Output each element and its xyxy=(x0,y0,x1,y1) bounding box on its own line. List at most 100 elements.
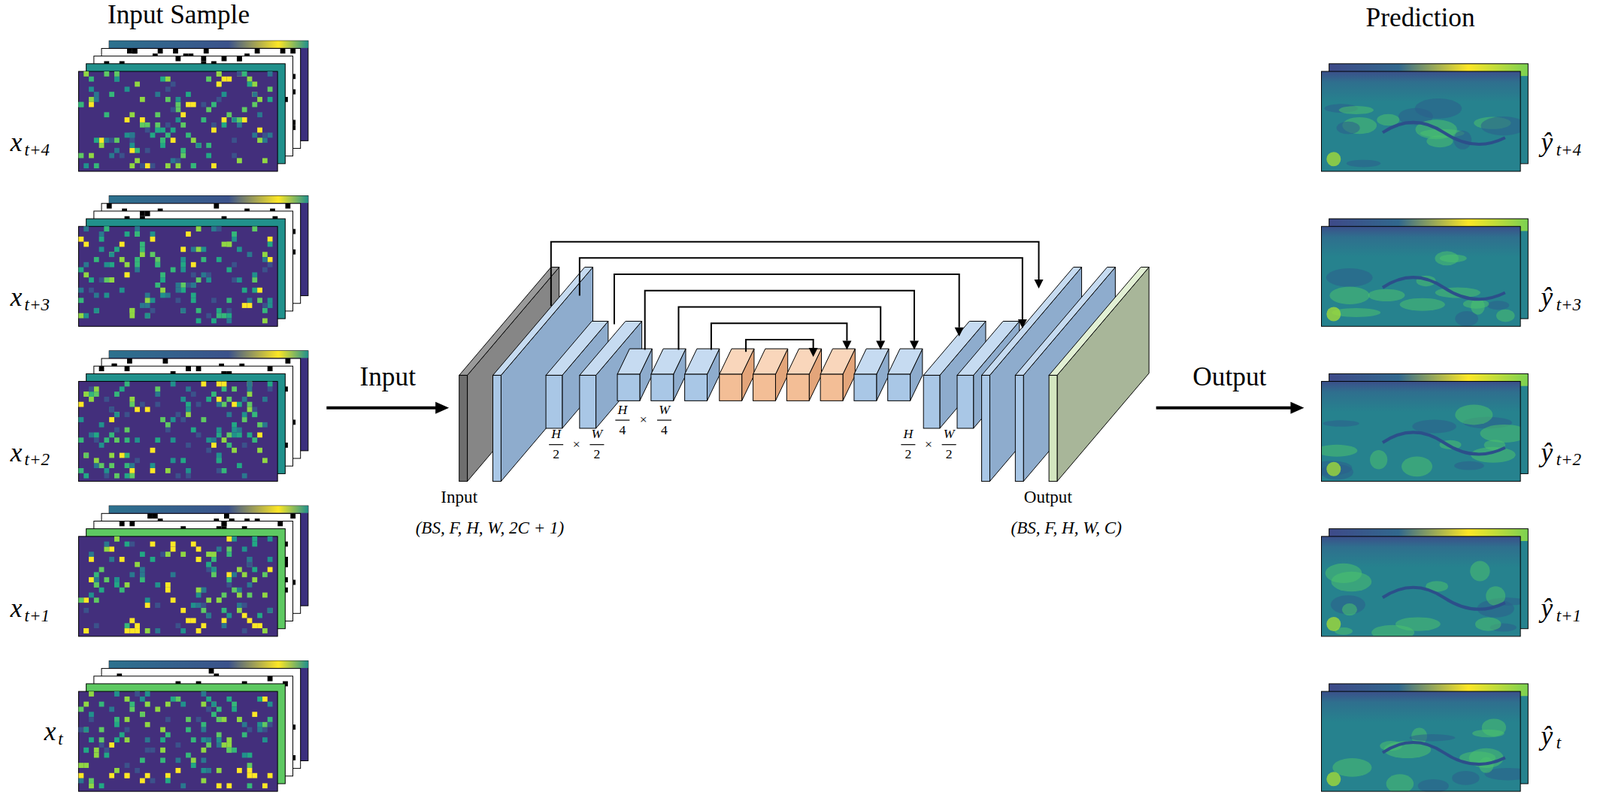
observation-pixel xyxy=(160,76,166,82)
observation-pixel xyxy=(170,696,176,703)
observation-pixel xyxy=(267,132,273,138)
diagram-label: 2 xyxy=(945,448,953,462)
observation-pixel xyxy=(154,262,161,268)
observation-pixel xyxy=(124,132,131,138)
input-channel-band xyxy=(109,196,309,204)
prediction-blob xyxy=(1475,618,1502,632)
observation-pixel xyxy=(170,597,176,604)
observation-pixel xyxy=(200,381,207,388)
observation-pixel xyxy=(247,386,253,392)
fraction-bar xyxy=(942,444,957,446)
observation-pixel xyxy=(247,562,253,568)
observation-pixel xyxy=(145,773,151,779)
prediction-field xyxy=(1321,691,1522,792)
observation-pixel xyxy=(103,546,110,552)
observation-pixel xyxy=(200,587,207,594)
prediction-field xyxy=(1321,71,1522,172)
observation-pixel xyxy=(109,463,115,469)
observation-pixel xyxy=(180,551,186,558)
observation-pixel xyxy=(103,748,110,754)
mask-pixel xyxy=(99,737,105,743)
observation-pixel xyxy=(134,628,140,634)
observation-pixel xyxy=(139,572,146,578)
observation-pixel xyxy=(119,453,125,459)
observation-pixel xyxy=(150,542,156,548)
observation-pixel xyxy=(139,251,146,258)
observation-pixel xyxy=(78,778,85,785)
fraction-bar xyxy=(548,444,564,446)
observation-pixel xyxy=(206,737,212,743)
observation-pixel xyxy=(93,391,100,397)
mask-pixel xyxy=(247,303,253,309)
diagram-label: × xyxy=(924,438,933,452)
observation-pixel xyxy=(221,742,228,749)
observation-pixel xyxy=(83,71,89,77)
observation-pixel xyxy=(236,117,243,123)
prediction-blob xyxy=(1329,287,1370,305)
diagram-label: × xyxy=(639,413,648,428)
observation-pixel xyxy=(236,157,243,164)
block-top xyxy=(719,348,755,375)
observation-pixel xyxy=(145,297,151,304)
observation-pixel xyxy=(200,257,207,263)
mask-pixel xyxy=(236,608,243,614)
observation-pixel xyxy=(124,727,131,734)
observation-pixel xyxy=(231,448,237,454)
observation-pixel xyxy=(257,137,263,143)
observation-pixel xyxy=(200,102,207,108)
observation-pixel xyxy=(226,318,232,325)
diagram-label: ŷ xyxy=(1541,284,1554,312)
observation-pixel xyxy=(190,262,197,268)
observation-pixel xyxy=(139,163,146,169)
mask-pixel xyxy=(290,513,296,519)
observation-pixel xyxy=(145,163,151,169)
mask-pixel xyxy=(206,742,212,749)
observation-pixel xyxy=(196,628,202,634)
observation-pixel xyxy=(196,142,202,149)
prediction-blob xyxy=(1415,98,1462,119)
mask-pixel xyxy=(213,203,219,210)
observation-pixel xyxy=(257,613,263,619)
mask-pixel xyxy=(251,132,258,138)
observation-pixel xyxy=(262,696,268,703)
observation-pixel xyxy=(129,132,135,138)
observation-pixel xyxy=(236,277,243,283)
observation-pixel xyxy=(251,773,258,779)
observation-pixel xyxy=(257,297,263,304)
observation-pixel xyxy=(251,81,258,88)
mask-pixel xyxy=(251,712,258,718)
observation-pixel xyxy=(231,262,237,268)
observation-pixel xyxy=(257,96,263,103)
observation-pixel xyxy=(262,257,268,263)
observation-pixel xyxy=(114,582,120,588)
prediction-blob xyxy=(1480,424,1522,443)
observation-pixel xyxy=(154,582,161,588)
observation-pixel xyxy=(129,313,135,319)
observation-pixel xyxy=(93,582,100,588)
observation-pixel xyxy=(145,127,151,134)
observation-pixel xyxy=(139,712,146,718)
observation-pixel xyxy=(216,96,222,103)
observation-pixel xyxy=(216,783,222,789)
observation-pixel xyxy=(221,122,228,128)
diagram-label: t xyxy=(57,730,63,749)
observation-pixel xyxy=(175,768,182,774)
mask-pixel xyxy=(224,513,230,519)
input-channel-band xyxy=(109,506,309,514)
observation-pixel xyxy=(129,542,135,548)
observation-pixel xyxy=(262,593,268,599)
observation-pixel xyxy=(185,753,191,759)
observation-pixel xyxy=(165,86,171,92)
observation-pixel xyxy=(200,417,207,423)
observation-pixel xyxy=(196,557,202,563)
mask-pixel xyxy=(175,117,182,123)
observation-pixel xyxy=(93,457,100,464)
observation-pixel xyxy=(211,391,217,397)
observation-pixel xyxy=(196,277,202,283)
observation-pixel xyxy=(226,412,232,418)
observation-pixel xyxy=(124,623,131,629)
prediction-blob xyxy=(1496,309,1516,323)
prediction-blob xyxy=(1322,420,1359,427)
observation-pixel xyxy=(200,623,207,629)
observation-pixel xyxy=(145,748,151,754)
